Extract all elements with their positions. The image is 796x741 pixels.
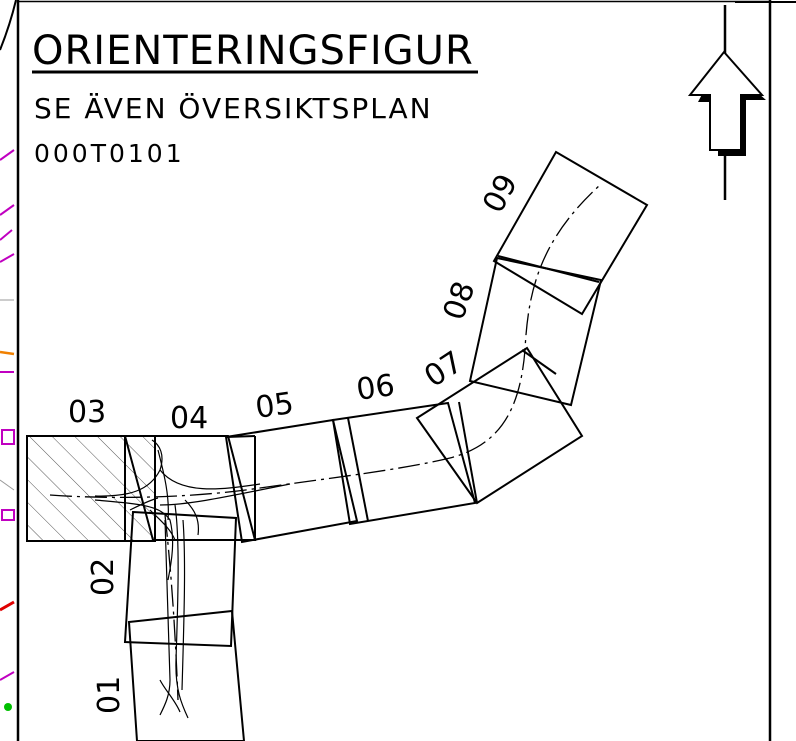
sheet-label-08: 08 <box>437 277 483 325</box>
adjacent-drawing-fragment <box>0 149 15 711</box>
sheet-label-03: 03 <box>68 395 106 430</box>
sheet-01[interactable]: 01 <box>92 609 246 741</box>
drawing-reference: 000T0101 <box>34 139 185 168</box>
sheet-03[interactable]: 03 <box>26 395 156 542</box>
sheet-label-04: 04 <box>170 401 208 436</box>
north-arrow-icon <box>687 5 766 200</box>
sheet-label-02: 02 <box>86 558 121 596</box>
sheet-label-06: 06 <box>354 368 397 408</box>
sheet-02[interactable]: 02 <box>86 510 238 648</box>
sheet-label-05: 05 <box>253 386 296 426</box>
sheet-09[interactable]: 09 <box>476 150 649 316</box>
road-edges <box>94 439 291 719</box>
figure-title: ORIENTERINGSFIGUR <box>32 28 474 74</box>
sheet-06[interactable]: 06 <box>331 368 477 526</box>
sheet-label-09: 09 <box>476 169 525 219</box>
sheet-08[interactable]: 08 <box>437 256 603 407</box>
road-alignment <box>49 184 601 701</box>
sheet-07[interactable]: 07 <box>415 345 584 505</box>
figure-subtitle: SE ÄVEN ÖVERSIKTSPLAN <box>34 91 433 125</box>
sheet-label-01: 01 <box>92 676 127 714</box>
sheet-label-07: 07 <box>418 345 469 395</box>
sheet-05[interactable]: 05 <box>224 386 359 544</box>
